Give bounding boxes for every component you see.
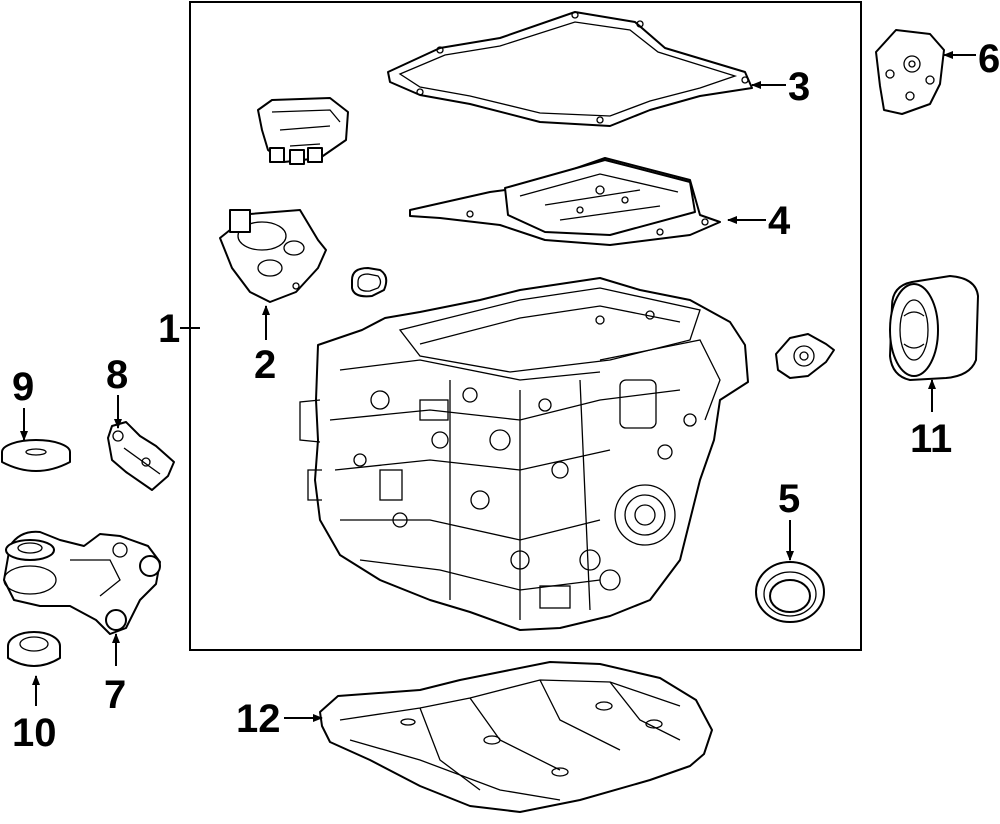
callout-9: 9 [12, 365, 34, 409]
part-6-bracket[interactable] [875, 29, 945, 115]
callout-12: 12 [236, 697, 281, 741]
sensor-part[interactable] [775, 333, 835, 379]
callout-4: 4 [768, 199, 791, 243]
part-12-under-cover[interactable] [319, 661, 713, 813]
part-9-pad[interactable] [1, 439, 71, 472]
part-5-oil-seal[interactable] [755, 561, 825, 623]
callout-10: 10 [12, 711, 57, 755]
callout-5: 5 [778, 477, 800, 521]
part-11-bushing[interactable] [889, 275, 979, 381]
part-3-cover[interactable] [387, 11, 753, 127]
connector-part[interactable] [257, 97, 349, 165]
callout-1: 1 [158, 307, 180, 351]
callout-8: 8 [106, 353, 128, 397]
callout-11: 11 [910, 417, 952, 461]
part-10-insulator[interactable] [7, 631, 61, 667]
callout-2: 2 [254, 343, 276, 387]
part-7-mount[interactable] [3, 530, 161, 635]
callout-6: 6 [978, 37, 1000, 81]
o-ring[interactable] [351, 267, 388, 298]
part-4-control-plate[interactable] [409, 157, 721, 246]
part-8-bracket[interactable] [107, 421, 175, 491]
assembly-frame [189, 1, 862, 651]
leader-lines [20, 51, 976, 722]
callout-7: 7 [104, 673, 126, 717]
part-1-housing[interactable] [299, 277, 749, 631]
callout-3: 3 [788, 65, 810, 109]
part-2-pump[interactable] [219, 209, 327, 303]
